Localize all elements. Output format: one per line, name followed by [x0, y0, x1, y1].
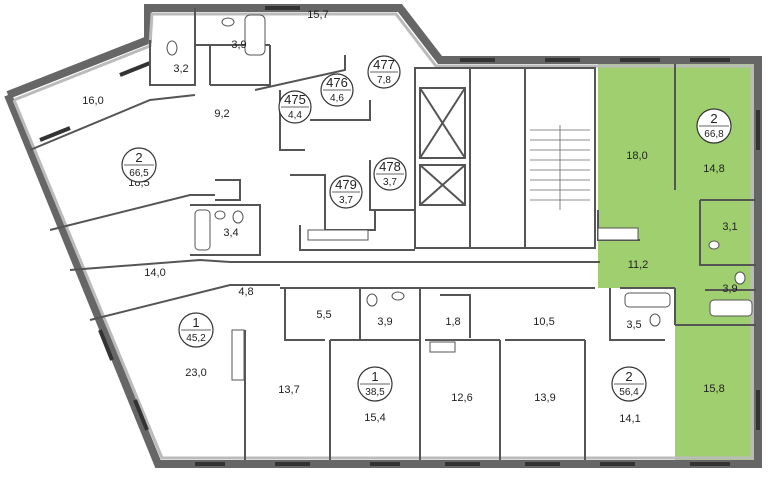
- badge-rooms: 1: [192, 315, 199, 330]
- room-area: 3,9: [377, 316, 392, 328]
- room-area: 12,6: [451, 392, 472, 404]
- kitchen-counter-icon: [307, 229, 369, 241]
- sink-icon: [391, 291, 405, 301]
- unit-badge[interactable]: 479 3,7: [329, 175, 363, 209]
- highlight-area-south: [675, 325, 756, 462]
- apartment-badge[interactable]: 2 66,8: [696, 108, 732, 144]
- windows: [39, 6, 760, 466]
- room-area: 3,2: [173, 63, 188, 75]
- toilet-icon: [649, 313, 661, 327]
- room-area: 18,0: [626, 150, 647, 162]
- badge-area: 56,4: [619, 387, 639, 398]
- unit-number: 479: [335, 177, 357, 192]
- room-area: 3,9: [722, 283, 737, 295]
- bathtub-icon: [709, 299, 753, 317]
- badge-rooms: 2: [135, 150, 142, 165]
- sink-icon: [221, 17, 235, 27]
- unit-badge[interactable]: 477 7,8: [367, 55, 401, 89]
- kitchen-counter-icon: [597, 227, 639, 241]
- toilet-icon: [166, 40, 178, 56]
- room-area: 1,8: [445, 316, 460, 328]
- toilet-icon: [366, 293, 378, 307]
- badge-area: 45,2: [186, 333, 206, 344]
- bathtub-icon: [194, 209, 211, 251]
- unit-badge[interactable]: 478 3,7: [373, 157, 407, 191]
- badge-rooms: 1: [371, 369, 378, 384]
- unit-number: 477: [373, 57, 395, 72]
- exterior-walls: [4, 4, 762, 468]
- room-area: 15,8: [703, 383, 724, 395]
- room-area: 14,8: [703, 163, 724, 175]
- unit-area: 4,6: [330, 93, 344, 104]
- unit-number: 478: [379, 159, 401, 174]
- unit-area: 3,7: [339, 195, 353, 206]
- apartment-badge[interactable]: 1 45,2: [178, 312, 214, 348]
- badge-area: 38,5: [365, 387, 385, 398]
- staircase: [530, 125, 590, 210]
- room-area: 3,9: [231, 39, 246, 51]
- fixtures: [166, 14, 753, 381]
- sink-icon: [214, 210, 226, 220]
- room-area: 13,9: [534, 392, 555, 404]
- unit-area: 4,4: [288, 110, 302, 121]
- room-area: 3,1: [722, 221, 737, 233]
- room-area: 3,5: [626, 319, 641, 331]
- bathtub-icon: [624, 292, 671, 308]
- badge-area: 66,8: [704, 129, 724, 140]
- room-area: 15,7: [307, 9, 328, 21]
- unit-area: 3,7: [383, 177, 397, 188]
- interior-walls: [29, 8, 756, 460]
- unit-number: 476: [326, 75, 348, 90]
- apartment-badge[interactable]: 2 66,5: [121, 147, 157, 183]
- room-area: 4,8: [238, 286, 253, 298]
- toilet-icon: [232, 210, 244, 224]
- unit-area: 7,8: [377, 75, 391, 86]
- toilet-icon: [734, 271, 746, 285]
- room-area: 13,7: [278, 384, 299, 396]
- badge-area: 66,5: [129, 168, 149, 179]
- room-area: 14,0: [144, 267, 165, 279]
- apartment-badges: 2 66,5 1 45,2 1 38,5 2 56,4 2 66,8: [121, 55, 732, 402]
- unit-badge[interactable]: 475 4,4: [278, 90, 312, 124]
- kitchen-counter-icon: [429, 341, 456, 353]
- room-area: 5,5: [316, 309, 331, 321]
- room-area: 23,0: [185, 367, 206, 379]
- badge-rooms: 2: [710, 111, 717, 126]
- apartment-badge[interactable]: 2 56,4: [611, 366, 647, 402]
- room-area: 10,5: [533, 316, 554, 328]
- kitchen-counter-icon: [231, 329, 245, 381]
- room-area: 9,2: [214, 108, 229, 120]
- badge-rooms: 2: [625, 369, 632, 384]
- sink-icon: [708, 240, 720, 250]
- room-area: 14,1: [619, 413, 640, 425]
- room-area: 15,4: [364, 412, 385, 424]
- apartment-badge[interactable]: 1 38,5: [357, 366, 393, 402]
- bathtub-icon: [244, 14, 266, 56]
- room-area: 3,4: [223, 227, 238, 239]
- unit-number: 475: [284, 92, 306, 107]
- unit-badge[interactable]: 476 4,6: [320, 73, 354, 107]
- room-area: 16,0: [82, 95, 103, 107]
- highlighted-apartment[interactable]: [598, 64, 756, 462]
- room-area: 11,2: [628, 259, 649, 271]
